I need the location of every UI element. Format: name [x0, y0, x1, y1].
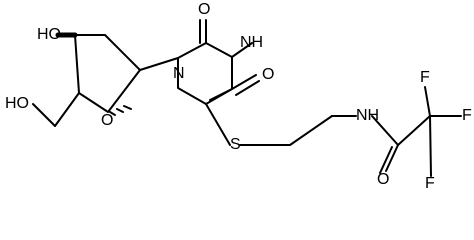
ch2-to-ch2-bond — [289, 115, 333, 146]
chemical-structure-canvas: O NH O N HO HO O S NH O F F F — [5, 1, 472, 193]
c5-to-s-bond — [205, 103, 231, 146]
ring-nitrogen-label: N — [173, 65, 185, 82]
amide-oxygen-label: O — [377, 171, 389, 188]
molecule-diagram: O NH O N HO HO O S NH O F F F — [5, 1, 472, 192]
carbonyl-to-cf3-bond — [397, 115, 431, 146]
top-oxygen-label: O — [198, 1, 210, 18]
amide-nh-label: NH — [356, 107, 379, 124]
left-hydroxyl-label: HO — [5, 95, 29, 112]
nh-bond — [231, 42, 253, 58]
top-fluorine-label: F — [420, 69, 430, 86]
glycosidic-bond — [139, 57, 179, 71]
c4-carbonyl-bond — [231, 74, 257, 90]
cf3-bottom-bond — [429, 115, 432, 177]
uracil-ring — [177, 42, 233, 105]
ring-oxygen-label: O — [101, 112, 113, 129]
hydroxymethyl-to-oxygen — [32, 103, 56, 127]
bottom-fluorine-label: F — [425, 175, 435, 192]
right-oxygen-label: O — [262, 66, 274, 83]
uracil-inner-double-bond — [209, 88, 233, 101]
c4-carbonyl-double-bond — [235, 80, 260, 96]
deoxyribose-ring — [74, 34, 141, 113]
amide-carbonyl-double-bond — [379, 146, 393, 174]
nh-to-carbonyl-bond — [371, 115, 399, 146]
hydroxymethyl-bond — [54, 92, 80, 127]
top-hydroxyl-label: HO — [37, 26, 61, 43]
stereo-hash — [109, 105, 132, 116]
right-fluorine-label: F — [462, 107, 472, 124]
cf3-top-bond — [424, 86, 431, 117]
amide-carbonyl-bond — [385, 144, 399, 172]
top-nh-label: NH — [240, 34, 263, 51]
sulfur-label: S — [230, 136, 241, 153]
